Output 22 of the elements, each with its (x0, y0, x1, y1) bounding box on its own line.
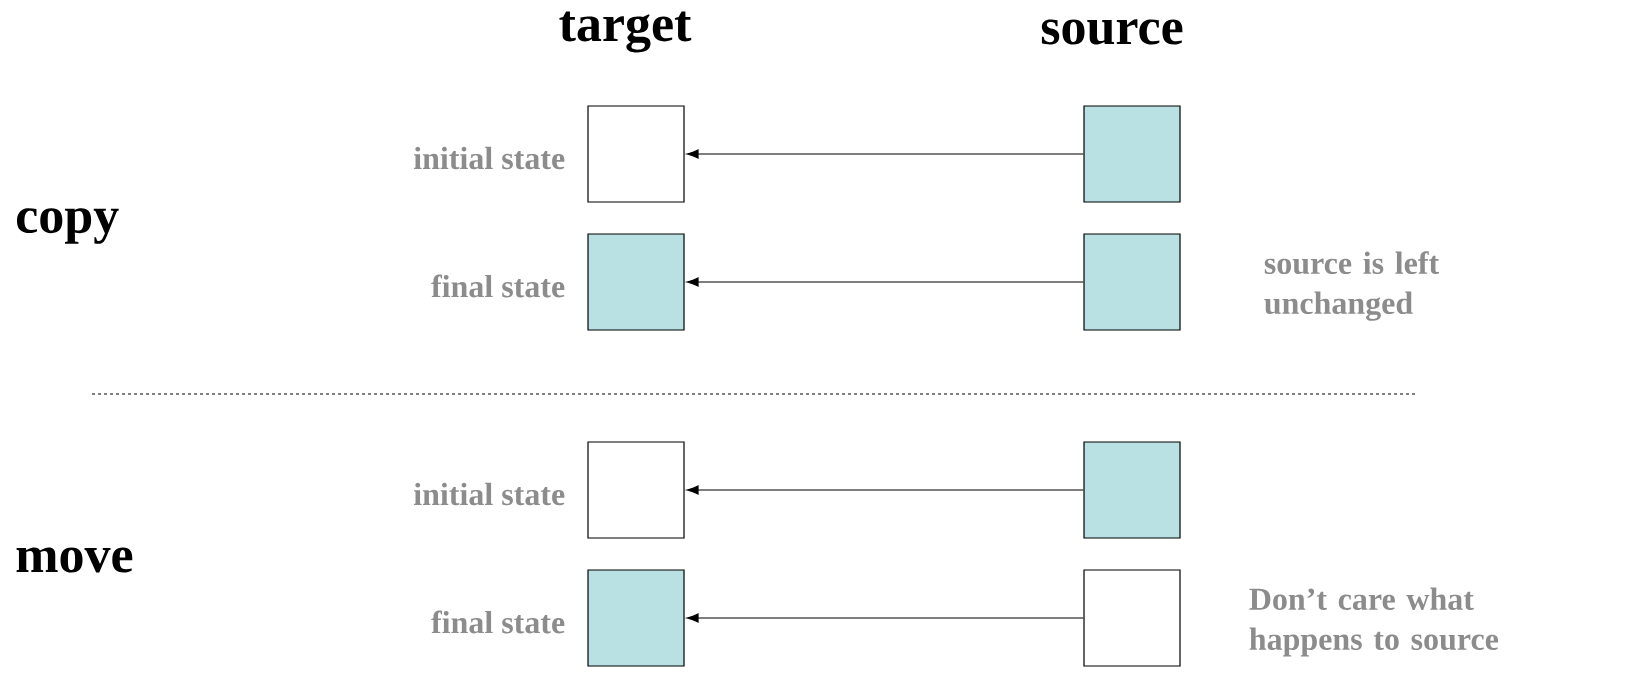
square (1083, 105, 1181, 203)
arrow (686, 613, 1084, 623)
column-heading: target (559, 11, 692, 53)
state-label: final state (431, 610, 565, 634)
square (587, 569, 685, 667)
column-heading: source (1041, 19, 1183, 45)
square (1083, 233, 1181, 331)
row-heading: move (16, 547, 133, 573)
square (1083, 569, 1181, 667)
state-label: initial state (413, 482, 565, 506)
square (587, 233, 685, 331)
square (587, 441, 685, 539)
arrow (686, 485, 1084, 495)
square (1083, 441, 1181, 539)
row-heading: copy (17, 208, 119, 244)
state-label: initial state (413, 146, 565, 170)
state-label: final state (431, 274, 565, 298)
arrow (686, 277, 1084, 287)
note: source is left unchanged (1264, 251, 1439, 321)
square (587, 105, 685, 203)
arrow (686, 149, 1084, 159)
note: Don’t care what happens to source (1249, 587, 1499, 657)
